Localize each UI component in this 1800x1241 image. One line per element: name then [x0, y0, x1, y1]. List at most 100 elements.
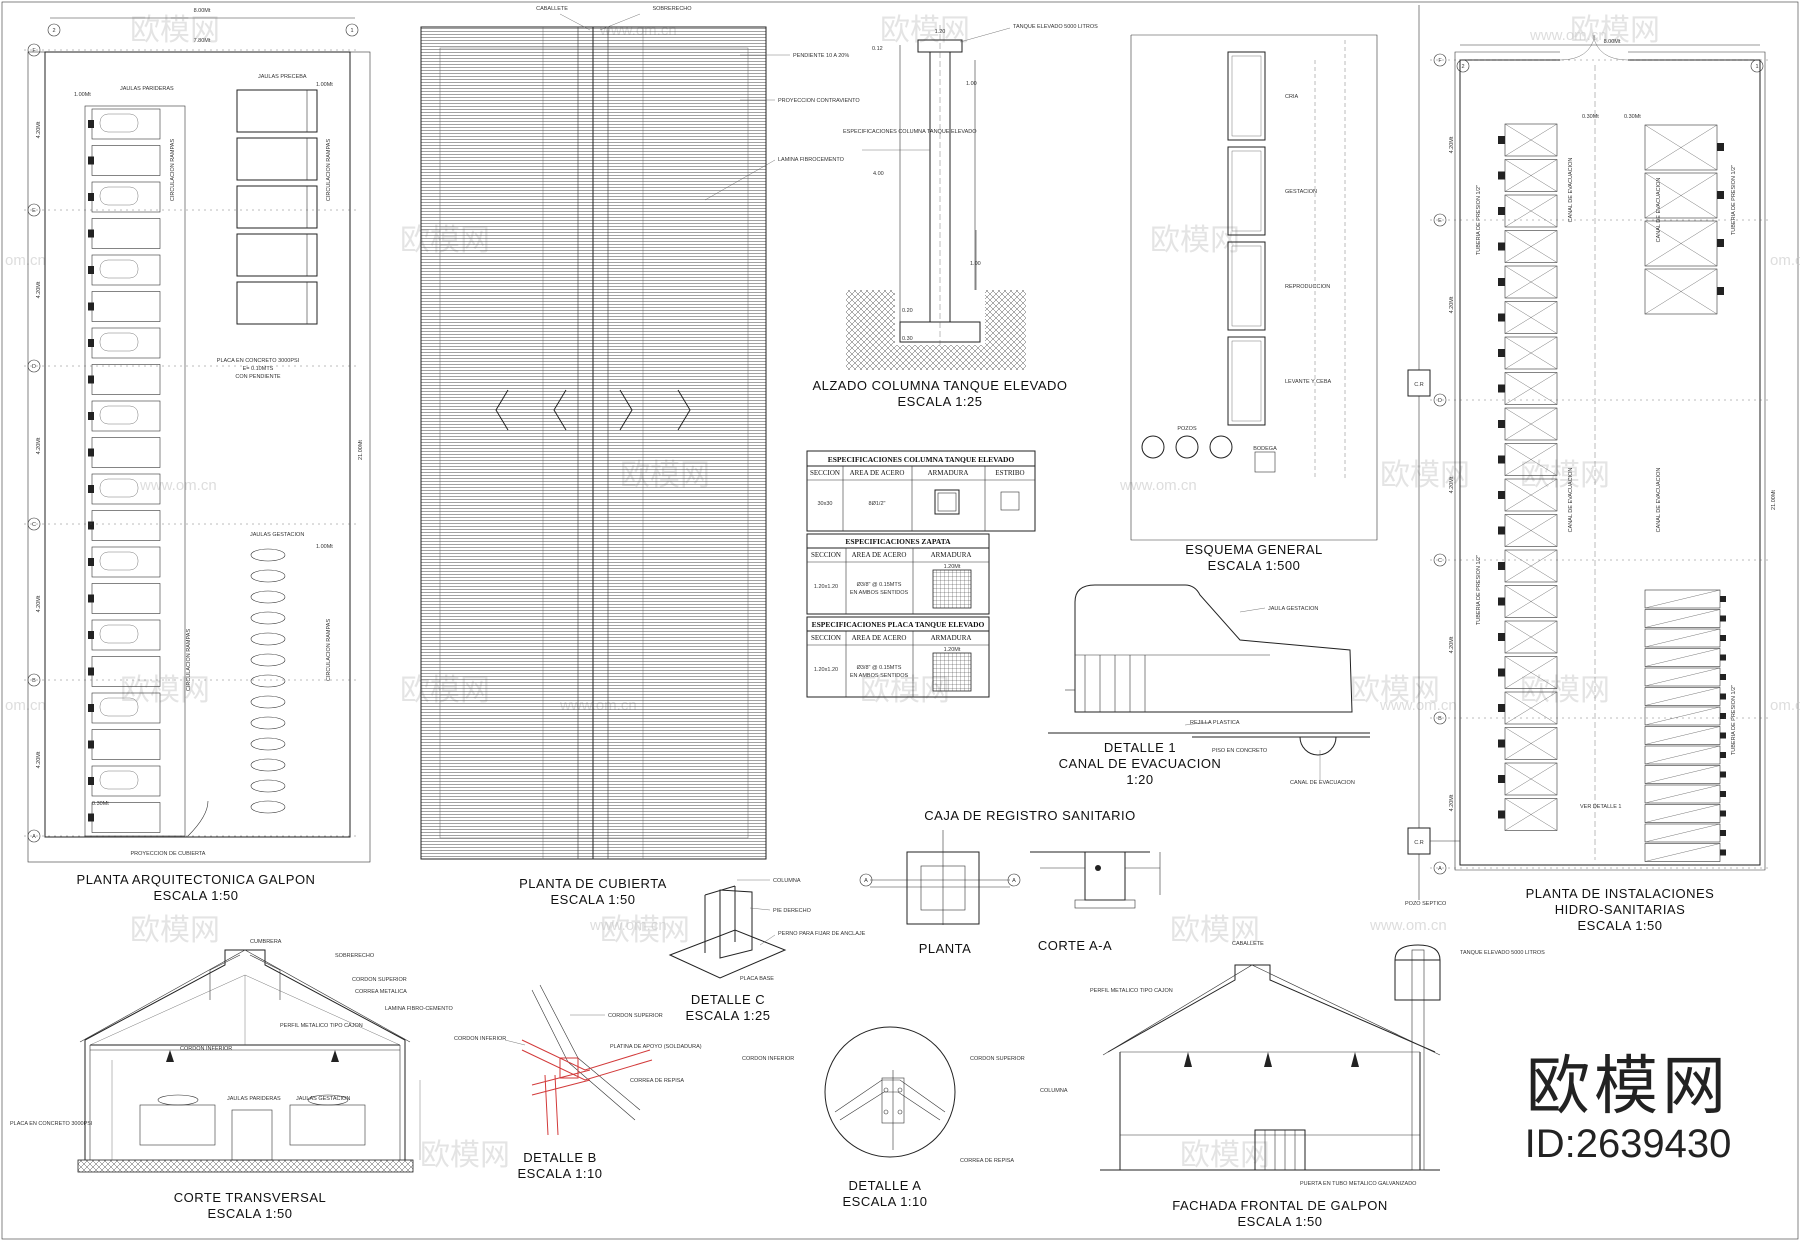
paridera-cell: [91, 254, 161, 286]
paridera-cell: [91, 765, 161, 797]
hs-axis-bubble: [1433, 53, 1447, 67]
label-proyeccion-cont: PROYECCION CONTRAVIENTO: [778, 98, 860, 104]
title-caja: CAJA DE REGISTRO SANITARIO: [924, 808, 1135, 823]
paridera-cell: [91, 181, 161, 213]
gestacion-stall: [250, 758, 286, 772]
gestacion-stall: [250, 716, 286, 730]
label-cumbrera: CUMBRERA: [250, 939, 282, 945]
label-hs-tuberia-2: TUBERIA DE PRESION 1/2": [1476, 555, 1482, 625]
lvl-h6: 0.30: [902, 336, 913, 342]
sub-instalaciones: HIDRO-SANITARIAS: [1555, 902, 1686, 917]
scale-planta-cub: ESCALA 1:50: [551, 892, 636, 907]
table-zap-h2: AREA DE ACERO: [852, 551, 907, 559]
alzado-columna: 0.12 4.00 1.20 1.00 1.00 0.20 0.30 TANQU…: [812, 24, 1098, 409]
table-col-c2: 8Ø1/2": [869, 501, 886, 507]
paridera-cell: [91, 729, 161, 760]
watermark-site-short: om.cn: [5, 697, 46, 714]
label-puerta: PUERTA EN TUBO METALICO GALVANIZADO: [1300, 1181, 1417, 1187]
scale-fachada: ESCALA 1:50: [1238, 1214, 1323, 1229]
axis-label: F: [32, 48, 36, 54]
hs-axis-bubble: [1433, 553, 1447, 567]
label-jaulas-parideras: JAULAS PARIDERAS: [120, 86, 174, 92]
hs-axis-bubble: [1433, 213, 1447, 227]
label-caballete-fachada: CABALLETE: [1232, 941, 1264, 947]
watermark-site: www.om.cn: [589, 917, 667, 934]
table-placa-h2: AREA DE ACERO: [852, 634, 907, 642]
label-lamina: LAMINA FIBROCEMENTO: [778, 157, 845, 163]
esquema-room: [1227, 51, 1266, 141]
detalle-c: COLUMNA PIE DERECHO PERNO PARA FIJAR DE …: [668, 878, 866, 1023]
paridera-cell: [91, 546, 161, 578]
dim-hs-borde: 0.30Mt: [1624, 114, 1641, 120]
table-col-title: ESPECIFICACIONES COLUMNA TANQUE ELEVADO: [828, 455, 1015, 464]
dim-gest: 1.00Mt: [316, 544, 333, 550]
table-placa-dim: 1.20Mt: [944, 647, 961, 653]
gestacion-stall: [250, 548, 286, 562]
table-placa-h3: ARMADURA: [931, 634, 972, 642]
hs-axis-label-num: 1: [1755, 64, 1758, 70]
lvl-h4: 1.00: [966, 81, 977, 87]
label-jaula-gest-corte: JAULAS GESTACION: [296, 1096, 350, 1102]
label-cr-1: C.R: [1414, 382, 1424, 388]
esquema-room-label: LEVANTE Y CEBA: [1285, 379, 1331, 385]
label-correa-b: CORREA DE REPISA: [630, 1078, 684, 1084]
label-placa: PLACA EN CONCRETO 3000PSI: [217, 358, 300, 364]
hs-dim-vano: 4.20Mt: [1449, 136, 1455, 153]
axis-label-num: 2: [52, 28, 55, 34]
label-correa-met: CORREA METALICA: [355, 989, 407, 995]
axis-label-num: 1: [350, 28, 353, 34]
paridera-cell: [91, 218, 161, 249]
label-cordon-inf-corte: CORDON INFERIOR: [180, 1046, 232, 1052]
gestacion-stall: [250, 695, 286, 709]
scale-instalaciones: ESCALA 1:50: [1578, 918, 1663, 933]
paridera-cell: [91, 291, 161, 322]
dim-hs-largo: 21.00Mt: [1771, 490, 1777, 510]
title-detalle-a: DETALLE A: [849, 1178, 922, 1193]
dim-ancho-int: 7.80Mt: [194, 38, 211, 44]
gestacion-stall: [250, 611, 286, 625]
label-ver-detalle: VER DETALLE 1: [1580, 804, 1621, 810]
label-proyeccion: PROYECCION DE CUBIERTA: [131, 851, 206, 857]
scale-planta-arq: ESCALA 1:50: [154, 888, 239, 903]
dim-vano: 4.20Mt: [36, 437, 42, 454]
label-placa-pend: CON PENDIENTE: [235, 374, 281, 380]
esquema-room: [1227, 146, 1266, 236]
title-detalle-c: DETALLE C: [691, 992, 765, 1007]
hs-dim-vano: 4.20Mt: [1449, 636, 1455, 653]
lvl-h4b: 1.00: [970, 261, 981, 267]
label-hs-canal-2: CANAL DE EVACUACION: [1568, 468, 1574, 533]
label-columna-c: COLUMNA: [773, 878, 801, 884]
label-caja-planta: PLANTA: [919, 941, 972, 956]
label-hs-canal-3: CANAL DE EVACUACION: [1656, 178, 1662, 243]
fachada-frontal: TANQUE ELEVADO 5000 LITROS PERFIL METALI…: [1040, 941, 1545, 1229]
watermark-logo: 欧模网: [1570, 13, 1660, 48]
title-corte: CORTE TRANSVERSAL: [174, 1190, 327, 1205]
scale-detalle-b: ESCALA 1:10: [518, 1166, 603, 1181]
esq-bodega: BODEGA: [1253, 446, 1277, 452]
label-tanque-fachada: TANQUE ELEVADO 5000 LITROS: [1460, 950, 1545, 956]
table-placa-c1: 1.20x1.20: [814, 667, 838, 673]
table-zap-c1: 1.20x1.20: [814, 584, 838, 590]
table-col-h3: ARMADURA: [928, 469, 969, 477]
label-lam-fibro: LAMINA FIBRO-CEMENTO: [385, 1006, 453, 1012]
hs-axis-label-num: 2: [1461, 64, 1464, 70]
table-col-h4: ESTRIBO: [995, 469, 1024, 477]
title-detalle-b: DETALLE B: [523, 1150, 597, 1165]
label-placa-e: E= 0.10MTS: [243, 366, 274, 372]
watermark-logo: 欧模网: [1350, 673, 1440, 708]
axis-bubble: [27, 359, 41, 373]
label-platina-b: PLATINA DE APOYO (SOLDADURA): [610, 1044, 702, 1050]
label-circ-3: CIRCULACION RAMPAS: [326, 139, 332, 202]
title-alzado: ALZADO COLUMNA TANQUE ELEVADO: [812, 378, 1067, 393]
detalle-1-canal: JAULA GESTACION REJILLA PLASTICA PISO EN…: [1048, 584, 1370, 787]
watermark-logo: 欧模网: [130, 13, 220, 48]
label-piso: PISO EN CONCRETO: [1212, 748, 1268, 754]
paridera-cell: [91, 364, 161, 395]
label-columna-fachada: COLUMNA: [1040, 1088, 1068, 1094]
dim-borde: 0.30Mt: [92, 801, 109, 807]
label-circ-2: CIRCULACION RAMPAS: [186, 629, 192, 692]
dim-arq-2: 1.00Mt: [316, 82, 333, 88]
label-jaulas-gestacion: JAULAS GESTACION: [250, 532, 304, 538]
label-rejilla: REJILLA PLASTICA: [1190, 720, 1240, 726]
